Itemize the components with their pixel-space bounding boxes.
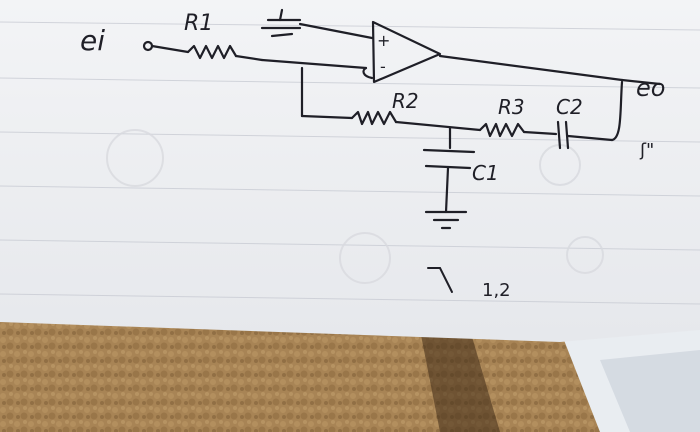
opamp-plus-label: +: [377, 31, 390, 50]
ground-symbol-top: [260, 8, 374, 40]
margin-notes: ʃ" 1,2: [427, 140, 654, 301]
circuit-wiring: [142, 8, 662, 230]
input-label: ei: [80, 24, 105, 57]
output-label: eo: [636, 74, 665, 102]
r2-resistor: [350, 110, 398, 126]
bottom-margin-note: 1,2: [482, 280, 511, 301]
r3-label: R3: [498, 95, 525, 119]
ground-symbol-bottom: [424, 210, 468, 230]
c2-label: C2: [556, 95, 583, 119]
right-margin-note: ʃ": [639, 140, 654, 161]
c2-capacitor: [556, 120, 562, 150]
opamp-triangle: [371, 20, 442, 84]
bottom-tick-mark: [427, 267, 453, 293]
c1-label: C1: [472, 161, 499, 185]
opamp-minus-label: -: [380, 57, 386, 76]
circuit-labels: ei R1 + - eo R2 R3 C2 C1: [80, 11, 665, 185]
ruled-lines: [0, 21, 700, 305]
r3-resistor: [478, 122, 526, 138]
bleed-through-marks: [106, 129, 604, 284]
r1-label: R1: [184, 11, 213, 36]
r2-label: R2: [392, 89, 419, 113]
c1-capacitor: [422, 148, 476, 154]
carpet-shadow: [420, 330, 500, 432]
r1-resistor: [186, 44, 238, 60]
